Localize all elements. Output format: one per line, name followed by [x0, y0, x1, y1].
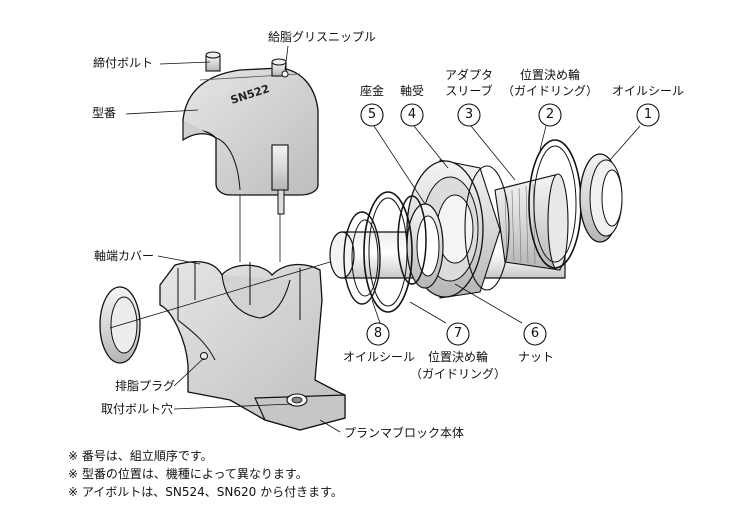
- part-number-7: 7: [453, 326, 463, 341]
- part-number-3: 3: [464, 107, 474, 122]
- part-label-3-line2: スリーブ: [445, 84, 493, 98]
- lock-nut: [406, 203, 444, 289]
- part-number-1: 1: [643, 107, 653, 122]
- part-label-6: ナット: [517, 350, 554, 364]
- note-2: ※ 型番の位置は、機種によって異なります。: [68, 467, 308, 481]
- part-label-2-line2: （ガイドリング）: [501, 84, 598, 98]
- note-1: ※ 番号は、組立順序です。: [68, 449, 213, 463]
- label-tighten-bolt: 締付ボルト: [93, 56, 154, 70]
- part-label-7-line2: （ガイドリング）: [409, 367, 506, 381]
- part-number-4: 4: [407, 107, 417, 122]
- note-3: ※ アイボルトは、SN524、SN620 から付きます。: [68, 485, 343, 499]
- washer: [397, 195, 427, 285]
- label-mounting-bolt-hole: 取付ボルト穴: [101, 402, 174, 416]
- housing-cap: [182, 51, 319, 215]
- part-label-4: 軸受: [399, 84, 424, 98]
- label-model-number: 型番: [92, 106, 117, 120]
- part-label-1: オイルシール: [611, 84, 684, 98]
- assembly-axis: [109, 261, 331, 329]
- part-label-3-line1: アダプタ: [444, 68, 493, 82]
- part-number-8: 8: [373, 326, 383, 341]
- guide-ring-left: [363, 191, 413, 313]
- label-grease-nipple: 給脂グリスニップル: [268, 30, 377, 44]
- oil-seal-left: [343, 211, 381, 305]
- housing-body: [159, 261, 346, 431]
- part-number-5: 5: [367, 107, 377, 122]
- part-number-6: 6: [530, 326, 540, 341]
- part-label-5: 座金: [359, 84, 384, 98]
- oil-seal-right: [579, 153, 623, 243]
- part-label-2-line1: 位置決め輪: [519, 68, 580, 82]
- part-label-8: オイルシール: [342, 350, 415, 364]
- label-plummer-block-body: プランマブロック本体: [344, 426, 465, 440]
- part-label-7-line1: 位置決め輪: [427, 350, 488, 364]
- number-circles: [360, 103, 660, 346]
- adapter-sleeve: [494, 173, 569, 271]
- label-drain-plug: 排脂プラグ: [115, 379, 176, 393]
- part-number-2: 2: [545, 107, 555, 122]
- leader-lines: [125, 45, 641, 433]
- label-shaft-end-cover: 軸端カバー: [94, 249, 155, 263]
